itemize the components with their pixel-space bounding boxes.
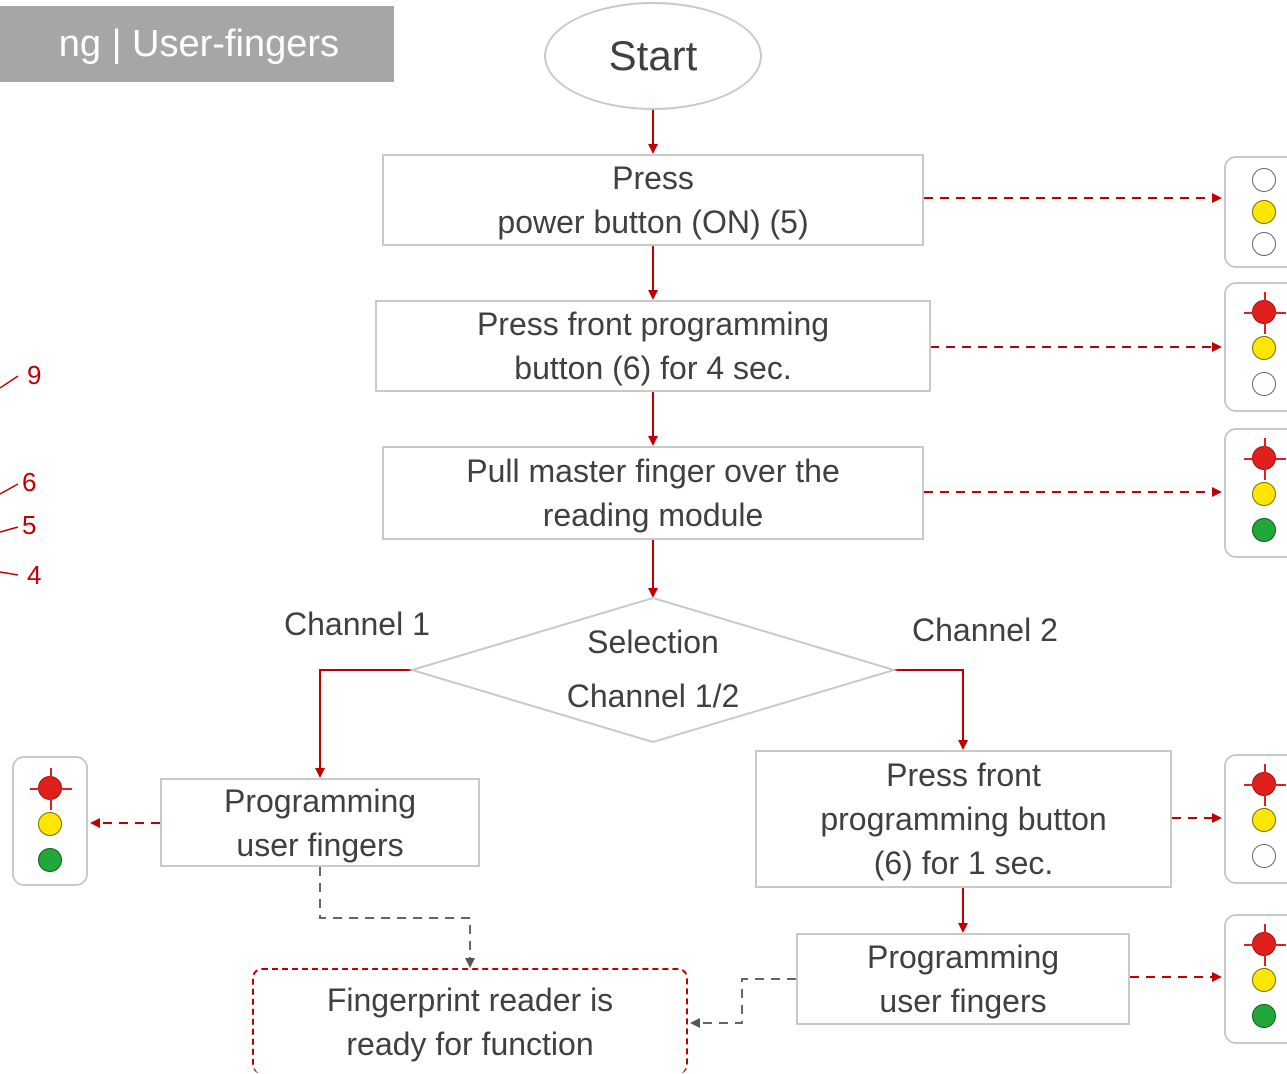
lamp-green-on	[1252, 518, 1276, 542]
callout-9: 9	[27, 360, 42, 390]
dash-ch1-to-end	[319, 867, 475, 968]
lamp-red-blinking	[1244, 438, 1286, 480]
callout-5: 5	[22, 510, 37, 540]
traffic-light-ch1	[12, 756, 88, 886]
arrow-channel1	[315, 669, 412, 778]
step-press-power: Press power button (ON) (5)	[382, 154, 924, 246]
decision-label-2: Channel 1/2	[566, 678, 740, 714]
lamp-red-off	[1252, 168, 1276, 192]
decision-diamond	[408, 596, 898, 744]
step-ch2-programming-user-fingers: Programming user fingers	[796, 933, 1130, 1025]
traffic-light-ch2-step1	[1224, 754, 1287, 884]
dash-ch2-to-end	[690, 978, 796, 1028]
lamp-yellow-on	[38, 812, 62, 836]
lamp-green-off	[1252, 232, 1276, 256]
lamp-green-off	[1252, 372, 1276, 396]
lamp-yellow-on	[1252, 482, 1276, 506]
lamp-green-on	[38, 848, 62, 872]
lamp-green-off	[1252, 844, 1276, 868]
callout-4: 4	[27, 560, 42, 590]
start-terminal: Start	[544, 2, 762, 110]
step-ch2-press-programming-1s: Press front programming button (6) for 1…	[755, 750, 1172, 888]
lamp-red-blinking	[30, 768, 72, 810]
lamp-red-blinking	[1244, 292, 1286, 334]
lamp-yellow-on	[1252, 968, 1276, 992]
step-press-programming-4s: Press front programming button (6) for 4…	[375, 300, 931, 392]
lamp-yellow-on	[1252, 808, 1276, 832]
section-header: ng | User-fingers	[0, 6, 394, 82]
traffic-light-step1	[1224, 156, 1287, 268]
lamp-red-blinking	[1244, 924, 1286, 966]
channel-2-label: Channel 2	[912, 612, 1058, 648]
callout-6: 6	[22, 467, 37, 497]
end-ready-for-function: Fingerprint reader is ready for function	[252, 968, 688, 1074]
step-pull-master-finger: Pull master finger over the reading modu…	[382, 446, 924, 540]
lamp-green-on	[1252, 1004, 1276, 1028]
traffic-light-ch2-step2	[1224, 914, 1287, 1044]
lamp-yellow-on	[1252, 200, 1276, 224]
channel-1-label: Channel 1	[284, 606, 430, 642]
decision-label-1: Selection	[587, 624, 719, 660]
arrow-channel2	[894, 669, 968, 750]
traffic-light-step2	[1224, 282, 1287, 412]
step-ch1-programming-user-fingers: Programming user fingers	[160, 778, 480, 867]
lamp-yellow-on	[1252, 336, 1276, 360]
lamp-red-blinking	[1244, 764, 1286, 806]
traffic-light-step3	[1224, 428, 1287, 558]
